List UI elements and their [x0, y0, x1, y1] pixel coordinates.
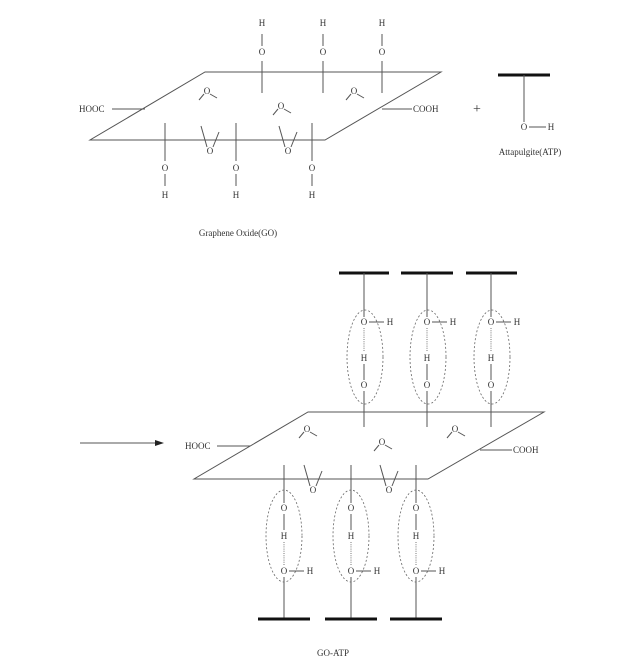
plus-sign: + — [473, 102, 481, 117]
epoxide-oxygen: O — [285, 146, 292, 156]
hydrogen-bond-region — [346, 309, 384, 405]
go-hydrogen: H — [413, 531, 420, 541]
hydrogen-bond-region — [409, 309, 447, 405]
epoxide-bond — [200, 125, 208, 148]
hydroxyl-oxygen: O — [309, 163, 316, 173]
atp-hydrogen: H — [439, 566, 446, 576]
go-atp-caption: GO-ATP — [317, 648, 349, 658]
epoxide-oxygen: O — [310, 485, 317, 495]
atp-hydrogen: H — [307, 566, 314, 576]
hydroxyl-oxygen: O — [162, 163, 169, 173]
epoxide-bond — [373, 444, 380, 452]
epoxide-bond — [290, 131, 298, 148]
epoxide-bond — [303, 464, 311, 487]
epoxide-bond — [315, 470, 323, 487]
go-atp-structure: O H H O O H H O O H H O O H O H O H O H O H O H O O O O O HOOC COOH — [185, 271, 546, 621]
go-oxygen: O — [281, 503, 288, 513]
epoxide-oxygen: O — [207, 146, 214, 156]
hydrogen-bond-region — [397, 489, 435, 583]
hydroxyl-hydrogen: H — [379, 18, 386, 28]
epoxide-bond — [391, 470, 399, 487]
atp-oxygen: O — [488, 317, 495, 327]
epoxide-bond — [384, 444, 393, 450]
epoxide-bond — [212, 131, 220, 148]
atp-oxygen: O — [281, 566, 288, 576]
go-oxygen: O — [413, 503, 420, 513]
go-oxygen: O — [488, 380, 495, 390]
hooc-group: HOOC — [185, 441, 211, 451]
epoxide-oxygen: O — [379, 437, 386, 447]
epoxide-bond — [298, 431, 305, 439]
go-oxygen: O — [348, 503, 355, 513]
go-hydrogen: H — [361, 353, 368, 363]
epoxide-oxygen: O — [452, 424, 459, 434]
atp-hydrogen: H — [387, 317, 394, 327]
graphene-oxide-structure: O H O H O H O H O H O H O O O O O HOOC COOH — [79, 18, 443, 200]
hydroxyl-oxygen: O — [320, 47, 327, 57]
epoxide-oxygen: O — [204, 86, 211, 96]
hydroxyl-oxygen: O — [259, 47, 266, 57]
hooc-group: HOOC — [79, 104, 105, 114]
epoxide-oxygen: O — [351, 86, 358, 96]
atp-hydrogen: H — [450, 317, 457, 327]
atp-hydrogen: H — [374, 566, 381, 576]
atp-caption: Attapulgite(ATP) — [499, 147, 562, 157]
epoxide-bond — [272, 108, 279, 116]
go-oxygen: O — [424, 380, 431, 390]
epoxide-bond — [356, 93, 365, 99]
epoxide-bond — [345, 93, 352, 101]
epoxide-oxygen: O — [278, 101, 285, 111]
epoxide-bond — [379, 464, 387, 487]
graphene-sheet — [88, 71, 443, 141]
go-oxygen: O — [361, 380, 368, 390]
atp-oxygen: O — [424, 317, 431, 327]
cooh-group: COOH — [513, 445, 539, 455]
atp-oxygen: O — [348, 566, 355, 576]
atp-oxygen: O — [413, 566, 420, 576]
graphene-sheet — [192, 411, 546, 480]
atp-oxygen: O — [521, 122, 528, 132]
hydroxyl-oxygen: O — [379, 47, 386, 57]
epoxide-bond — [309, 431, 318, 437]
hydroxyl-oxygen: O — [233, 163, 240, 173]
epoxide-bond — [198, 93, 205, 101]
go-hydrogen: H — [281, 531, 288, 541]
epoxide-bond — [446, 431, 453, 439]
epoxide-bond — [209, 93, 218, 99]
epoxide-bond — [283, 108, 292, 114]
hydrogen-bond-region — [332, 489, 370, 583]
go-hydrogen: H — [348, 531, 355, 541]
cooh-group: COOH — [413, 104, 439, 114]
atp-hydrogen: H — [548, 122, 555, 132]
epoxide-oxygen: O — [386, 485, 393, 495]
go-hydrogen: H — [488, 353, 495, 363]
go-hydrogen: H — [424, 353, 431, 363]
epoxide-bond — [278, 125, 286, 148]
hydrogen-bond-region — [473, 309, 511, 405]
hydroxyl-hydrogen: H — [233, 190, 240, 200]
atp-hydrogen: H — [514, 317, 521, 327]
go-caption: Graphene Oxide(GO) — [199, 228, 277, 238]
hydrogen-bond-region — [265, 489, 303, 583]
hydroxyl-hydrogen: H — [162, 190, 169, 200]
atp-oxygen: O — [361, 317, 368, 327]
hydroxyl-hydrogen: H — [309, 190, 316, 200]
reaction-arrow-head — [155, 440, 164, 446]
epoxide-bond — [457, 431, 466, 437]
hydroxyl-hydrogen: H — [259, 18, 266, 28]
hydroxyl-hydrogen: H — [320, 18, 327, 28]
epoxide-oxygen: O — [304, 424, 311, 434]
